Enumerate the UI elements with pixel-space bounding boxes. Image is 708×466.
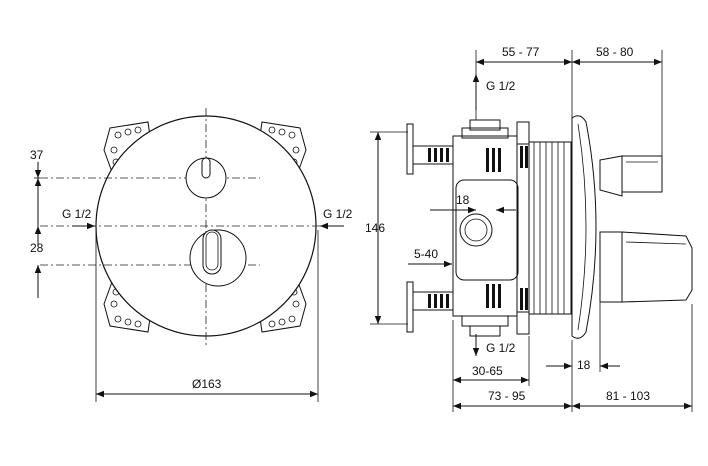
inlet-right-label: G 1/2 — [323, 207, 353, 221]
dim-37-label: 37 — [30, 148, 44, 162]
dim-81-103-label: 81 - 103 — [606, 389, 650, 403]
diverter-knob — [185, 157, 227, 199]
dim-73-95-label: 73 - 95 — [488, 389, 526, 403]
lower-stem — [412, 291, 454, 311]
dim-18-outer-label: 18 — [577, 358, 591, 372]
dim-55-77-label: 55 - 77 — [502, 45, 540, 59]
diameter-label: Ø163 — [192, 377, 222, 391]
dim-146-label: 146 — [365, 221, 385, 235]
inlet-left-label: G 1/2 — [62, 207, 92, 221]
dim-5-40-label: 5-40 — [414, 247, 438, 261]
inlet-bottom-label: G 1/2 — [486, 341, 516, 355]
dim-18-inner-label: 18 — [456, 193, 470, 207]
diverter-knob-side — [599, 155, 663, 197]
upper-stem — [412, 145, 454, 165]
valve-body — [452, 119, 530, 337]
cover-plate-side — [571, 115, 597, 339]
thermostat-handle-side — [599, 231, 693, 303]
threaded-sleeve — [528, 141, 572, 315]
thermostat-handle — [189, 229, 247, 287]
inlet-top-label: G 1/2 — [486, 79, 516, 93]
dim-28-label: 28 — [30, 241, 44, 255]
front-view: 37 28 G 1/2 G 1/2 Ø163 — [30, 108, 353, 402]
side-view: 55 - 77 58 - 80 G 1/2 146 — [365, 45, 693, 412]
dim-30-65-label: 30-65 — [472, 364, 503, 378]
dim-58-80-label: 58 - 80 — [596, 45, 634, 59]
